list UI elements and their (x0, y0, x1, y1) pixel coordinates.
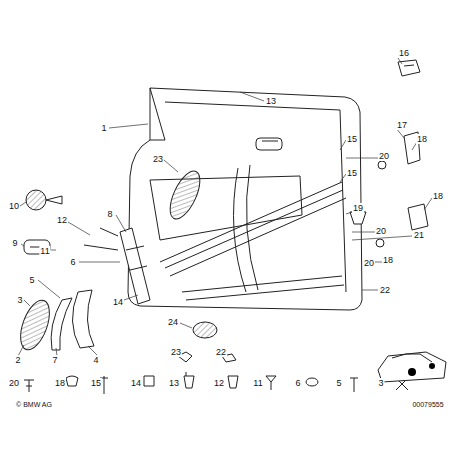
callout-number: 3 (16, 295, 23, 305)
callout-number: 12 (213, 378, 225, 388)
trim-strip (72, 290, 94, 348)
speaker-grille (164, 167, 206, 223)
callout-number: 5 (28, 275, 35, 285)
knob (350, 212, 366, 224)
callout-number: 15 (346, 168, 358, 178)
callout-number: 4 (92, 355, 99, 365)
callout-number: 14 (130, 378, 142, 388)
door-panel (128, 88, 362, 310)
callout-number: 13 (168, 378, 180, 388)
callout-number: 21 (413, 230, 425, 240)
callout-number: 12 (56, 215, 68, 225)
callout-number: 20 (363, 258, 375, 268)
callout-number: 6 (69, 257, 76, 267)
callout-number: 2 (14, 355, 21, 365)
callout-number: 14 (112, 297, 124, 307)
callout-number: 1 (100, 123, 107, 133)
callout-number: 11 (252, 378, 263, 388)
trim-strip (51, 298, 72, 350)
callout-number: 8 (106, 209, 113, 219)
callout-number: 18 (432, 191, 444, 201)
callout-number: 23 (152, 154, 164, 164)
callout-number: 5 (335, 378, 342, 388)
callout-number: 22 (215, 347, 227, 357)
callout-number: 24 (167, 317, 179, 327)
map-pocket (182, 276, 344, 300)
callout-number: 19 (352, 203, 364, 213)
pull-handle (234, 165, 259, 292)
small-parts-row (24, 372, 408, 394)
callout-number: 20 (378, 151, 390, 161)
callout-number: 15 (90, 378, 102, 388)
trim-edge (165, 102, 346, 292)
mirror-corner (150, 88, 165, 140)
inner-handle-recess (256, 138, 282, 150)
tweeter (26, 190, 46, 210)
callout-number: 11 (39, 246, 50, 256)
callout-number: 23 (170, 347, 182, 357)
callout-number: 18 (416, 134, 428, 144)
car-icon (378, 352, 446, 382)
callout-number: 18 (382, 255, 394, 265)
speaker-grille-small (193, 322, 217, 338)
callout-number: 13 (265, 96, 277, 106)
callout-number: 9 (11, 238, 18, 248)
callout-number: 3 (377, 378, 384, 388)
copyright-note: © BMW AG (15, 401, 53, 409)
bracket (120, 228, 150, 304)
drawing-number: 00079555 (411, 401, 444, 409)
callout-number: 15 (346, 134, 358, 144)
callout-number: 20 (8, 378, 20, 388)
speaker-grille (15, 296, 55, 353)
cable (84, 228, 118, 250)
callout-number: 6 (294, 378, 301, 388)
leader-lines (18, 58, 432, 356)
callout-number: 17 (396, 120, 408, 130)
callout-number: 22 (379, 285, 391, 295)
callout-number: 18 (54, 378, 66, 388)
callout-number: 20 (375, 226, 387, 236)
clips (178, 352, 236, 362)
callout-number: 16 (398, 48, 410, 58)
callout-number: 10 (8, 201, 20, 211)
callout-number: 7 (51, 355, 58, 365)
